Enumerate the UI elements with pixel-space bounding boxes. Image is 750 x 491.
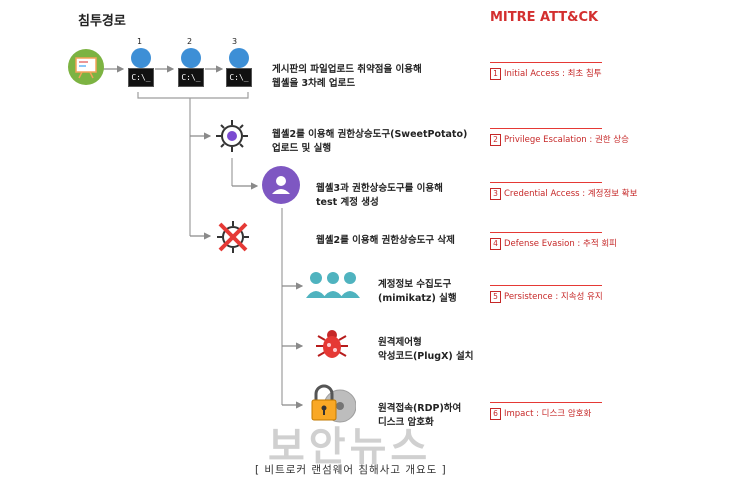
description-line: 원격제어형 bbox=[378, 337, 422, 348]
web-server-icon: C:\_ bbox=[224, 48, 254, 90]
description-delete-tool: 웹셸2를 이용해 권한상승도구 삭제 bbox=[316, 234, 455, 248]
mitre-label: Privilege Escalation : 권한 상승 bbox=[504, 135, 629, 145]
globe-icon bbox=[131, 48, 151, 68]
gear-icon bbox=[214, 118, 250, 158]
web-server-icon: C:\_ bbox=[126, 48, 156, 90]
mitre-label: Initial Access : 최초 침투 bbox=[504, 69, 602, 79]
step-number-2: 2 bbox=[187, 37, 193, 46]
description-line: 악성코드(PlugX) 설치 bbox=[378, 351, 474, 362]
user-icon bbox=[262, 166, 300, 208]
description-line: 계정정보 수집도구 bbox=[378, 279, 452, 290]
web-server-icon: C:\_ bbox=[176, 48, 206, 90]
crossed-gear-icon bbox=[214, 218, 252, 260]
mitre-number-box: 1 bbox=[490, 68, 501, 80]
description-rdp-encrypt: 원격접속(RDP)하여 디스크 암호화 bbox=[378, 402, 461, 430]
mitre-number-box: 3 bbox=[490, 188, 501, 200]
mitre-label: Credential Access : 계정정보 확보 bbox=[504, 189, 638, 199]
malware-bug-icon bbox=[312, 324, 352, 368]
figure-caption: [ 비트로커 랜섬웨어 침해사고 개요도 ] bbox=[255, 464, 447, 476]
description-line: 원격접속(RDP)하여 bbox=[378, 403, 462, 414]
users-group-icon bbox=[306, 270, 360, 304]
mitre-number-box: 4 bbox=[490, 238, 501, 250]
description-upload-webshell: 게시판의 파일업로드 취약점을 이용해 웹셸을 3차례 업로드 bbox=[272, 63, 422, 91]
description-plugx: 원격제어형 악성코드(PlugX) 설치 bbox=[378, 336, 474, 364]
description-line: 디스크 암호화 bbox=[378, 417, 434, 428]
description-line: 웹셸2를 이용해 권한상승도구 삭제 bbox=[316, 235, 455, 246]
mitre-number-box: 2 bbox=[490, 134, 501, 146]
description-mimikatz: 계정정보 수집도구 (mimikatz) 실행 bbox=[378, 278, 457, 306]
step-number-3: 3 bbox=[232, 37, 238, 46]
terminal-icon: C:\_ bbox=[128, 68, 154, 87]
attack-path-title: 침투경로 bbox=[78, 14, 126, 29]
description-line: 게시판의 파일업로드 취약점을 이용해 bbox=[272, 64, 422, 75]
watermark-logo: 보안뉴스 bbox=[268, 424, 432, 470]
terminal-icon: C:\_ bbox=[226, 68, 252, 87]
description-privilege-tool: 웹셸2를 이용해 권한상승도구(SweetPotato) 업로드 및 실행 bbox=[272, 128, 467, 156]
description-line: 웹셸3과 권한상승도구를 이용해 bbox=[316, 183, 443, 194]
mitre-label: Persistence : 지속성 유지 bbox=[504, 292, 603, 302]
terminal-icon: C:\_ bbox=[178, 68, 204, 87]
description-line: (mimikatz) 실행 bbox=[378, 293, 457, 304]
description-line: 웹셸2를 이용해 권한상승도구(SweetPotato) bbox=[272, 129, 468, 140]
presentation-board-icon bbox=[68, 49, 104, 89]
description-line: 업로드 및 실행 bbox=[272, 143, 332, 154]
description-line: 웹셸을 3차례 업로드 bbox=[272, 78, 356, 89]
mitre-label: Defense Evasion : 추적 회피 bbox=[504, 239, 617, 249]
description-create-account: 웹셸3과 권한상승도구를 이용해 test 계정 생성 bbox=[316, 182, 443, 210]
mitre-number-box: 5 bbox=[490, 291, 501, 303]
description-line: test 계정 생성 bbox=[316, 197, 379, 208]
mitre-title: MITRE ATT&CK bbox=[490, 10, 599, 25]
mitre-number-box: 6 bbox=[490, 408, 501, 420]
mitre-label: Impact : 디스크 암호화 bbox=[504, 409, 592, 419]
globe-icon bbox=[181, 48, 201, 68]
globe-icon bbox=[229, 48, 249, 68]
lock-disk-icon bbox=[308, 382, 357, 430]
step-number-1: 1 bbox=[137, 37, 143, 46]
